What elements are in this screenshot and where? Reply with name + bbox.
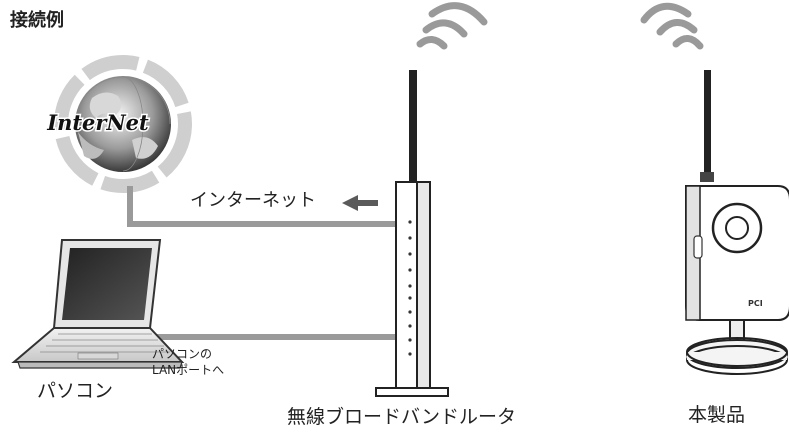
internet-globe-text: InterNet: [46, 110, 149, 135]
internet-cable: [127, 186, 396, 227]
pc-lan-port-label: パソコンの LANポートへ: [152, 346, 272, 378]
arrow-left-icon: [342, 195, 378, 211]
pc-label: パソコン: [37, 380, 114, 402]
camera-logo: PCI: [748, 299, 763, 308]
camera-label: 本製品: [688, 404, 746, 426]
camera-icon: PCI: [685, 70, 789, 375]
pc-lan-port-label-line2: LANポートへ: [152, 363, 225, 377]
router-label: 無線ブロードバンドルータ: [287, 406, 516, 428]
laptop-icon: [11, 239, 185, 369]
internet-label: インターネット: [190, 190, 316, 211]
page-title: 接続例: [10, 10, 64, 31]
router-wifi-icon: [416, 2, 488, 50]
internet-globe-icon: InterNet: [45, 55, 192, 193]
camera-wifi-icon: [640, 2, 704, 50]
pc-lan-port-label-line1: パソコンの: [152, 347, 213, 361]
router-icon: [375, 70, 449, 397]
